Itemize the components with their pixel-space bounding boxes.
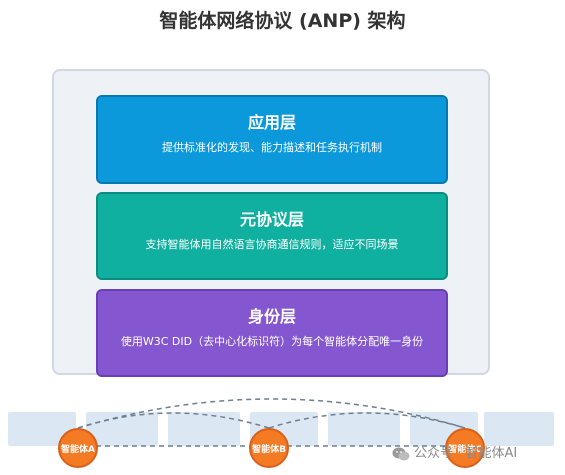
wechat-icon <box>392 447 410 460</box>
identity-layer-description: 使用W3C DID（去中心化标识符）为每个智能体分配唯一身份 <box>120 335 424 348</box>
agent-node-b: 智能体B <box>249 428 289 468</box>
agent-node-a: 智能体A <box>58 428 98 468</box>
link-b-c <box>268 412 466 429</box>
application-layer: 应用层 提供标准化的发现、能力描述和任务执行机制 <box>96 95 448 184</box>
diagram-title: 智能体网络协议 (ANP) 架构 <box>159 10 406 32</box>
meta-protocol-layer: 元协议层 支持智能体用自然语言协商通信规则，适应不同场景 <box>96 192 448 280</box>
network-block <box>484 412 554 446</box>
network-block <box>328 412 400 446</box>
agent-node-c: 智能体C <box>445 428 485 468</box>
identity-layer-name: 身份层 <box>247 307 296 326</box>
watermark: 公众号 · 智能体AI <box>392 442 517 462</box>
meta-protocol-layer-description: 支持智能体用自然语言协商通信规则，适应不同场景 <box>145 238 399 251</box>
watermark-text: 公众号 · 智能体AI <box>414 446 518 461</box>
identity-layer: 身份层 使用W3C DID（去中心化标识符）为每个智能体分配唯一身份 <box>96 289 448 377</box>
application-layer-description: 提供标准化的发现、能力描述和任务执行机制 <box>162 141 382 154</box>
application-layer-name: 应用层 <box>247 113 296 132</box>
meta-protocol-layer-name: 元协议层 <box>239 210 304 229</box>
network-block <box>168 412 240 446</box>
link-a-c <box>77 398 466 429</box>
